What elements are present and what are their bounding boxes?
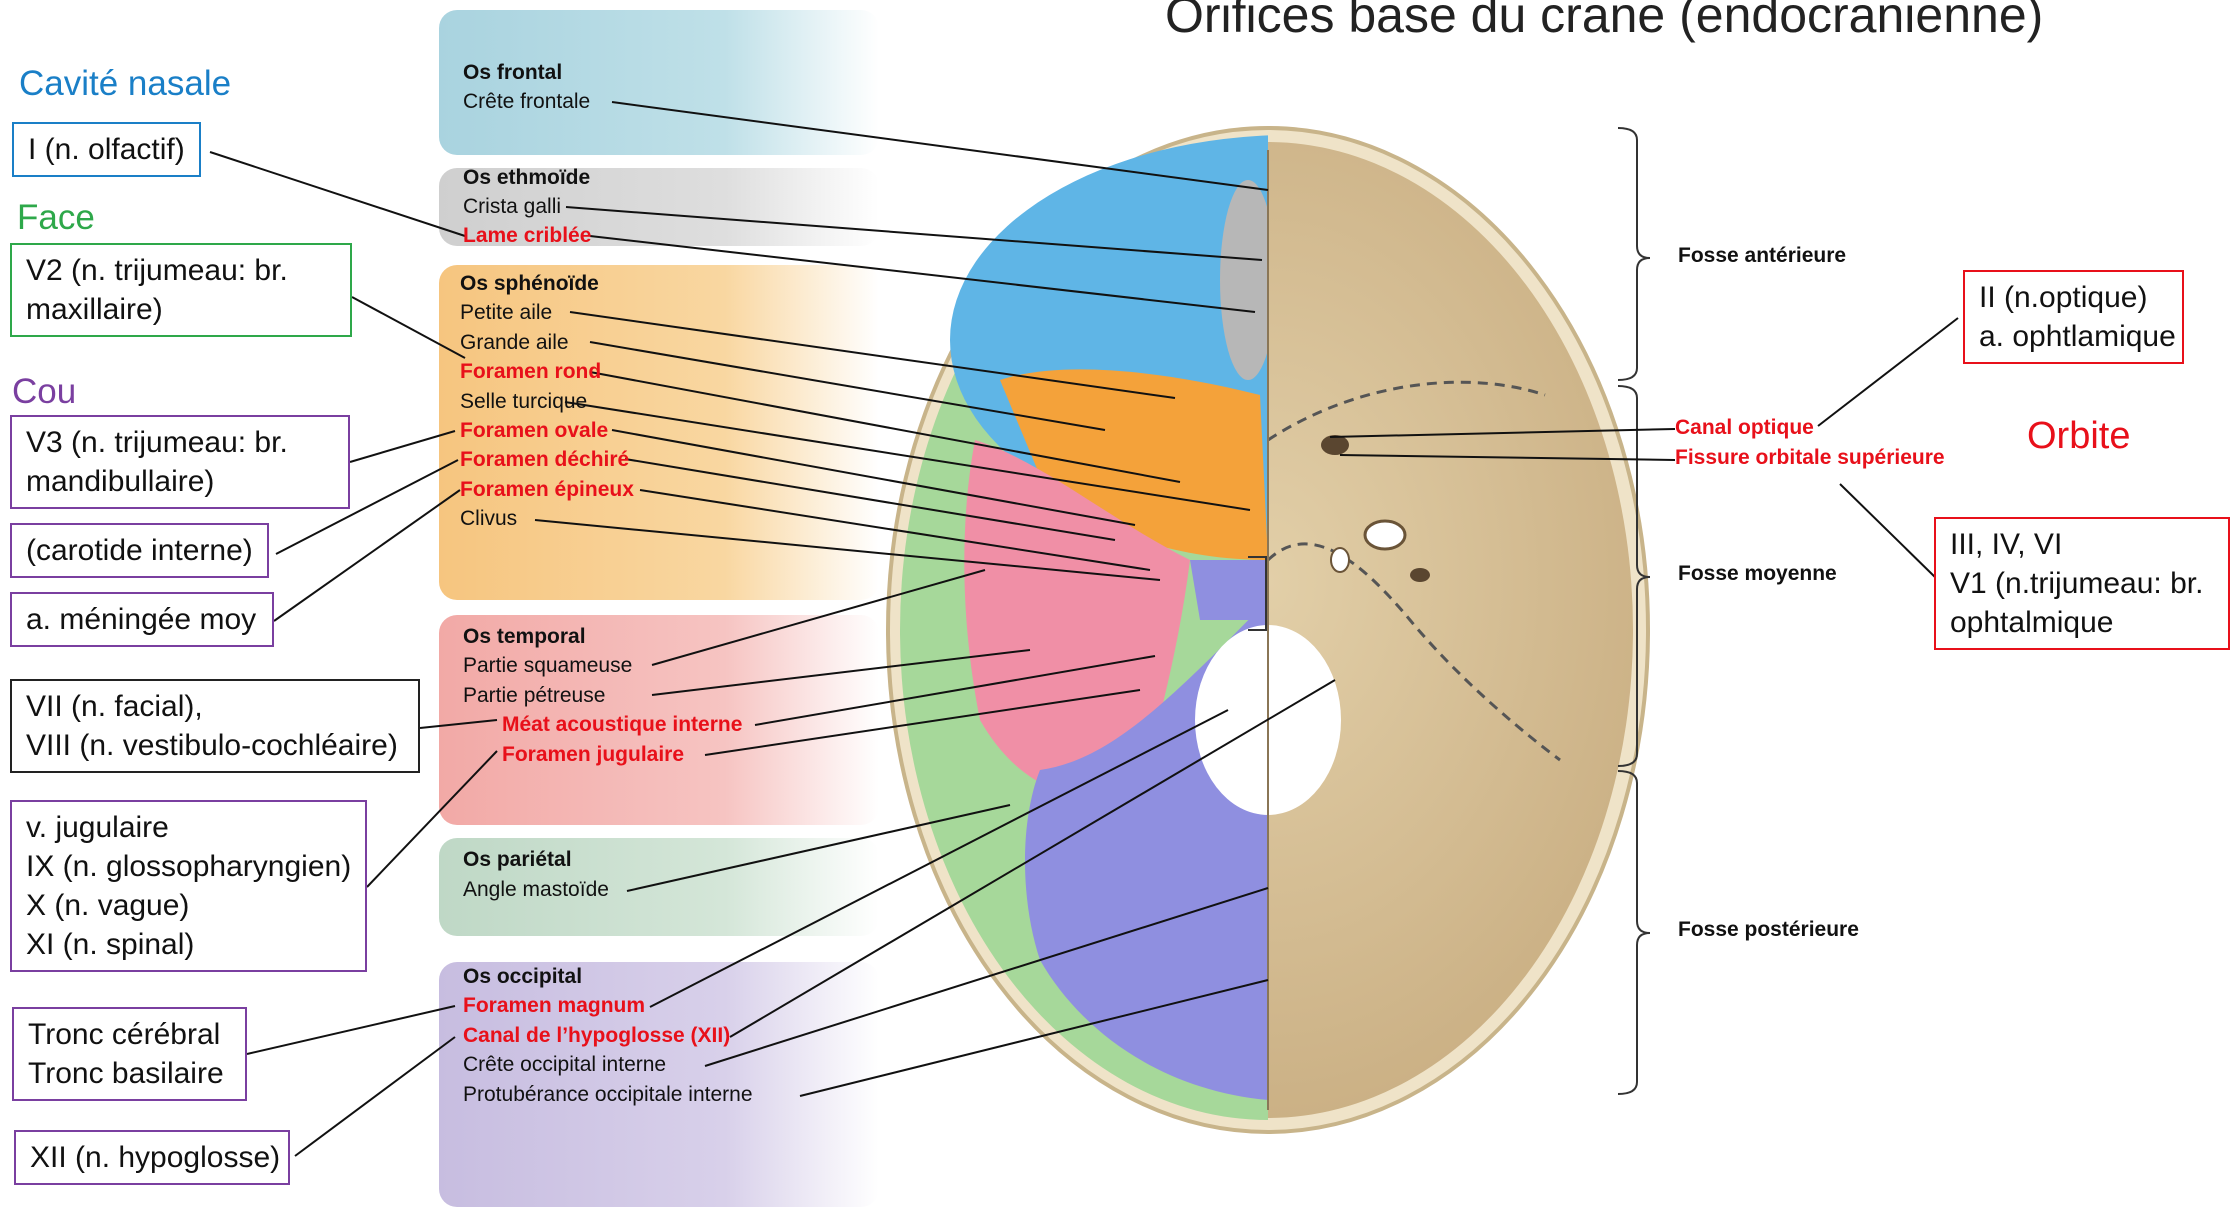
box-facial: VII (n. facial), VIII (n. vestibulo-coch… [10, 679, 420, 773]
label-fissure-orbitale: Fissure orbitale supérieure [1675, 446, 1945, 470]
label-selle-turcique: Selle turcique [460, 387, 587, 417]
label-foramen-dechire: Foramen déchiré [460, 445, 629, 475]
bone-name-frontal: Os frontal [463, 58, 562, 88]
box-orbitaire-line2: V1 (n.trijumeau: br. [1950, 564, 2214, 603]
label-fosse-posterieure: Fosse postérieure [1678, 918, 1859, 942]
box-v3-line1: V3 (n. trijumeau: br. [26, 423, 334, 462]
label-partie-squameuse: Partie squameuse [463, 651, 632, 681]
box-v2-line1: V2 (n. trijumeau: br. [26, 251, 336, 290]
box-tronc-line2: Tronc basilaire [28, 1054, 231, 1093]
box-tronc: Tronc cérébral Tronc basilaire [12, 1007, 247, 1101]
box-tronc-line1: Tronc cérébral [28, 1015, 231, 1054]
label-foramen-rond: Foramen rond [460, 357, 601, 387]
box-orbitaire-line3: ophtalmique [1950, 603, 2214, 642]
label-partie-petreuse: Partie pétreuse [463, 681, 605, 711]
box-jugulaire: v. jugulaire IX (n. glossopharyngien) X … [10, 800, 367, 972]
box-optique: II (n.optique) a. ophtlamique [1963, 270, 2184, 364]
label-foramen-ovale: Foramen ovale [460, 416, 608, 446]
label-crete-occipital: Crête occipital interne [463, 1050, 666, 1080]
box-facial-line1: VII (n. facial), [26, 687, 404, 726]
box-jugulaire-line3: X (n. vague) [26, 886, 351, 925]
label-foramen-epineux: Foramen épineux [460, 475, 634, 505]
label-grande-aile: Grande aile [460, 328, 569, 358]
box-v2-line2: maxillaire) [26, 290, 336, 329]
bone-name-parietal: Os pariétal [463, 845, 572, 875]
box-orbitaire-line1: III, IV, VI [1950, 525, 2214, 564]
box-optique-line2: a. ophtlamique [1979, 317, 2168, 356]
label-foramen-magnum: Foramen magnum [463, 991, 645, 1021]
label-protuberance-occipitale: Protubérance occipitale interne [463, 1080, 753, 1110]
box-optique-line1: II (n.optique) [1979, 278, 2168, 317]
box-olfactif: I (n. olfactif) [12, 122, 201, 177]
label-foramen-jugulaire: Foramen jugulaire [502, 740, 684, 770]
box-jugulaire-line2: IX (n. glossopharyngien) [26, 847, 351, 886]
label-petite-aile: Petite aile [460, 298, 552, 328]
box-meningee: a. méningée moy [10, 592, 274, 647]
box-jugulaire-line4: XI (n. spinal) [26, 925, 351, 964]
label-angle-mastoide: Angle mastoïde [463, 875, 609, 905]
label-canal-hypoglosse: Canal de l’hypoglosse (XII) [463, 1021, 730, 1051]
bone-name-ethmoide: Os ethmoïde [463, 163, 590, 193]
label-fosse-anterieure: Fosse antérieure [1678, 244, 1846, 268]
box-hypoglosse: XII (n. hypoglosse) [14, 1130, 290, 1185]
label-clivus: Clivus [460, 504, 517, 534]
section-cavite-nasale: Cavité nasale [19, 64, 231, 104]
section-face: Face [17, 198, 95, 238]
box-v3-line2: mandibullaire) [26, 462, 334, 501]
section-cou: Cou [12, 372, 76, 412]
box-orbitaire: III, IV, VI V1 (n.trijumeau: br. ophtalm… [1934, 517, 2230, 650]
label-lame-criblee: Lame criblée [463, 221, 591, 251]
label-crista-galli: Crista galli [463, 192, 561, 222]
label-meat-acoustique: Méat acoustique interne [502, 710, 742, 740]
bone-name-occipital: Os occipital [463, 962, 582, 992]
box-v2: V2 (n. trijumeau: br. maxillaire) [10, 243, 352, 337]
box-jugulaire-line1: v. jugulaire [26, 808, 351, 847]
label-fosse-moyenne: Fosse moyenne [1678, 562, 1837, 586]
box-carotide: (carotide interne) [10, 523, 269, 578]
section-orbite: Orbite [2027, 415, 2130, 458]
label-crete-frontale: Crête frontale [463, 87, 590, 117]
box-facial-line2: VIII (n. vestibulo-cochléaire) [26, 726, 404, 765]
bone-name-sphenoide: Os sphénoïde [460, 269, 599, 299]
bone-name-temporal: Os temporal [463, 622, 586, 652]
label-canal-optique: Canal optique [1675, 416, 1814, 440]
box-v3: V3 (n. trijumeau: br. mandibullaire) [10, 415, 350, 509]
